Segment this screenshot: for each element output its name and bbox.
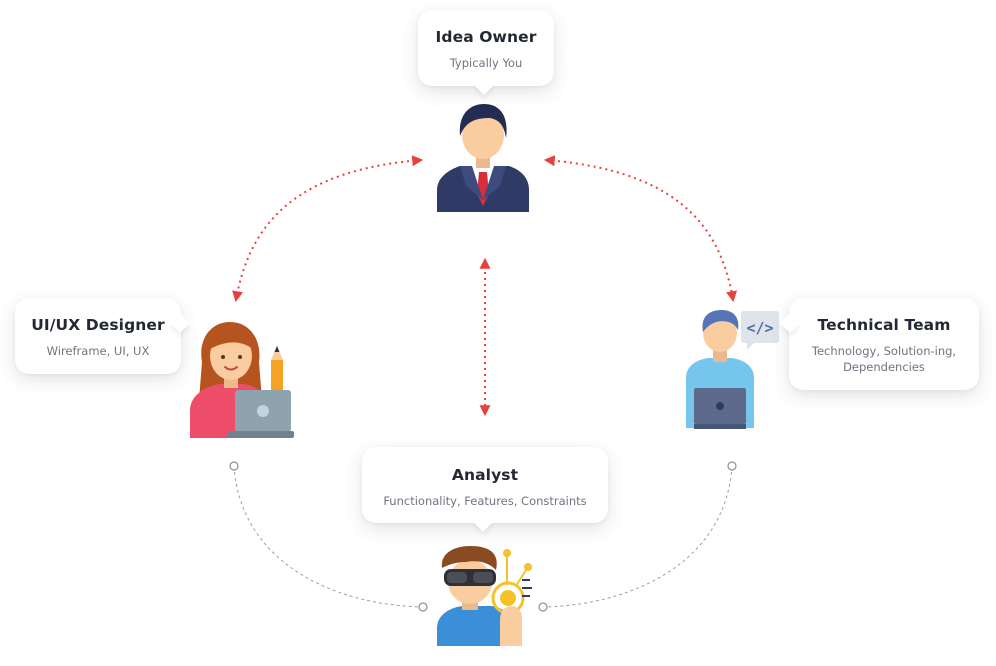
- idea-owner-card: Idea Owner Typically You: [418, 10, 554, 86]
- analyst-title: Analyst: [451, 466, 519, 484]
- link-node-dot: [727, 461, 737, 471]
- link-node-dot: [418, 602, 428, 612]
- technical-team-subtitle: Technology, Solution-ing, Dependencies: [811, 344, 957, 374]
- designer-title: UI/UX Designer: [31, 316, 165, 334]
- link-node-dot: [538, 602, 548, 612]
- analyst-card: Analyst Functionality, Features, Constra…: [362, 447, 608, 523]
- code-badge-label: </>: [746, 319, 773, 337]
- link-technical-analyst: [542, 465, 733, 608]
- designer-woman-icon: [190, 322, 294, 438]
- designer-subtitle: Wireframe, UI, UX: [46, 344, 150, 358]
- arrow-owner-designer: [232, 155, 424, 303]
- businessman-icon: [437, 104, 529, 212]
- idea-owner-title: Idea Owner: [435, 28, 537, 46]
- designer-card: UI/UX Designer Wireframe, UI, UX: [15, 298, 181, 374]
- code-badge: </>: [741, 311, 779, 350]
- analyst-subtitle: Functionality, Features, Constraints: [383, 494, 587, 508]
- technical-team-card: Technical Team Technology, Solution-ing,…: [789, 298, 979, 390]
- technical-team-title: Technical Team: [817, 316, 951, 334]
- link-designer-analyst: [233, 465, 424, 608]
- idea-owner-subtitle: Typically You: [449, 56, 523, 70]
- developer-icon: [686, 310, 754, 429]
- link-node-dot: [229, 461, 239, 471]
- analyst-vr-icon: [437, 546, 532, 646]
- arrow-owner-technical: [543, 155, 738, 303]
